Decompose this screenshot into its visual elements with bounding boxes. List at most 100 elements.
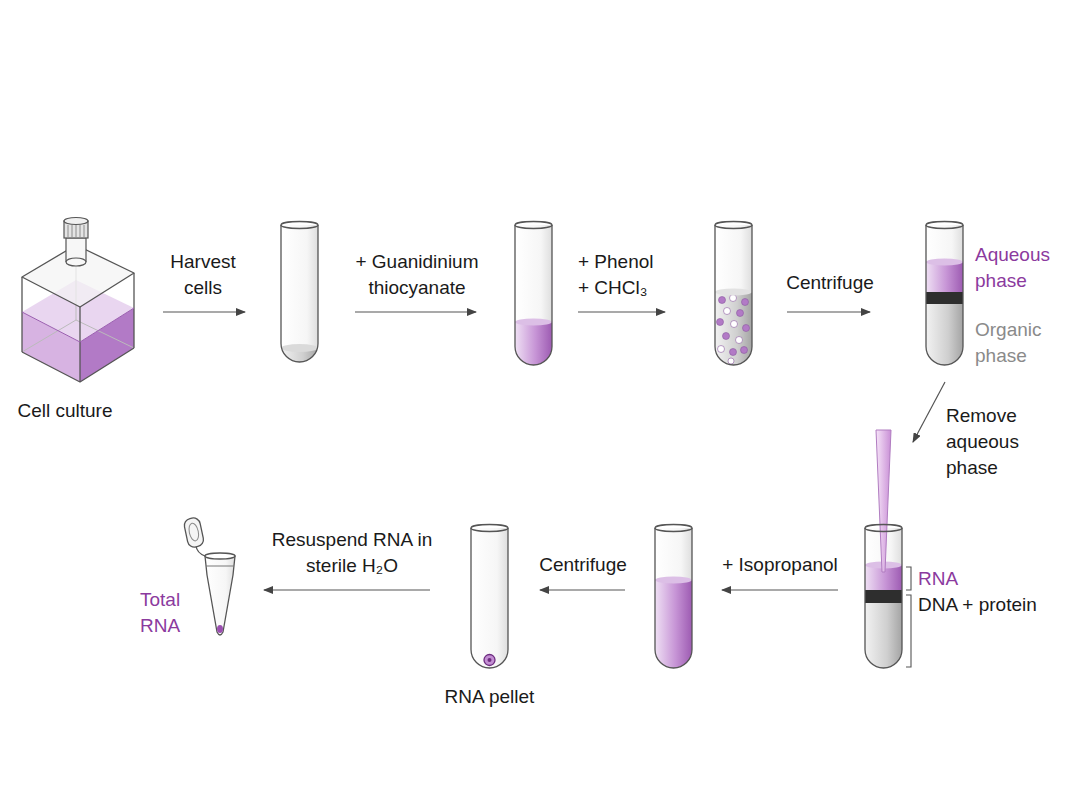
emulsion-tube [717, 319, 724, 326]
microcentrifuge-tube-shape [196, 546, 205, 556]
isopropanol-tube [655, 528, 692, 668]
edge-label: Resuspend RNA in sterile H₂O [265, 527, 440, 579]
microcentrifuge-tube-shape [206, 566, 234, 567]
isopropanol-tube [655, 577, 692, 584]
microcentrifuge-tube: Total RNA [134, 510, 246, 645]
emulsion-tube [717, 295, 750, 365]
emulsion-tube [731, 321, 738, 328]
microcentrifuge-tube-shape [183, 517, 205, 549]
step-label: + Isopropanol [722, 552, 838, 578]
emulsion-tube [719, 297, 726, 304]
lysate-tube [515, 225, 552, 365]
step-arrow [578, 311, 665, 312]
culture-flask-shape [79, 307, 80, 382]
phase-tube-shape [906, 595, 911, 667]
isopropanol-tube [655, 525, 692, 532]
phase-tube-shape [926, 222, 963, 229]
emulsion-tube [730, 295, 737, 302]
phase-tube-shape [858, 445, 1058, 673]
phase-tube-shape [926, 225, 963, 365]
culture-flask-shape [22, 348, 134, 382]
rna-pellet-tube-shape [484, 655, 495, 666]
phase-tube-shape [926, 262, 963, 400]
culture-flask-shape [76, 320, 134, 348]
step-label: Centrifuge [786, 270, 874, 296]
emulsion-tube [715, 222, 752, 229]
isopropanol-tube [655, 525, 692, 676]
phase-tube-shape [906, 567, 911, 667]
step-label: Harvest cells [160, 249, 246, 301]
microcentrifuge-tube-shape [188, 522, 201, 541]
step-arrow [355, 311, 476, 312]
lysate-tube [515, 222, 552, 229]
phase-label: Aqueous phase [975, 242, 1067, 294]
culture-flask-shape [80, 225, 81, 237]
phase-tube-shape [865, 525, 902, 532]
cell-pellet-tube [281, 222, 318, 369]
emulsion-tube [715, 222, 752, 373]
emulsion-tube [737, 310, 744, 317]
phase-tube-shape [926, 292, 963, 304]
culture-flask-shape [84, 225, 85, 237]
emulsion-tube [730, 349, 737, 356]
emulsion-tube [715, 225, 752, 365]
culture-flask-shape [68, 225, 69, 237]
process-arrow [264, 589, 430, 590]
phase-tube-shape [876, 430, 891, 572]
rna-pellet-tube-shape [471, 528, 508, 668]
culture-flask-shape [133, 273, 134, 348]
lysate-tube [515, 319, 552, 326]
emulsion-tube [723, 333, 730, 340]
emulsion-tube [718, 346, 725, 353]
microcentrifuge-tube-shape [205, 553, 235, 559]
emulsion-tube [743, 325, 750, 332]
rna-pellet-tube-shape [471, 528, 508, 668]
isopropanol-tube [655, 580, 692, 675]
process-arrow [913, 382, 945, 442]
microcentrifuge-tube-shape [217, 625, 223, 633]
step-label: Centrifuge [539, 552, 627, 578]
culture-flask-shape [66, 258, 86, 266]
phase-tube-shape [865, 603, 902, 700]
emulsion-tube [741, 347, 748, 354]
cell-pellet-tube [281, 225, 318, 362]
emulsion-tube [715, 289, 752, 296]
phase-tube-shape [926, 262, 963, 292]
phase-tube-shape [865, 590, 902, 603]
node-caption: RNA pellet [445, 684, 535, 710]
step-arrow [163, 311, 245, 312]
step-label: + Guanidinium thiocyanate [342, 249, 492, 301]
step-arrow [787, 311, 870, 312]
phase-tube-shape [926, 304, 963, 400]
emulsion-tube [728, 358, 734, 364]
isopropanol-tube [655, 580, 692, 675]
emulsion-tube [736, 337, 743, 344]
step-label: + Phenol + CHCl₃ [578, 249, 663, 301]
phase-tube-shape [926, 259, 963, 266]
step-arrow [540, 589, 625, 590]
rna-pellet-tube-shape [488, 658, 492, 662]
fraction-label: DNA + protein [918, 592, 1037, 618]
culture-flask-shape [22, 245, 134, 382]
culture-flask-shape [72, 225, 73, 237]
product-label: Total RNA [140, 587, 198, 639]
edge-label: Remove aqueous phase [946, 403, 1038, 481]
culture-flask-shape [64, 218, 88, 225]
phase-tube: RNADNA + protein [858, 445, 1058, 673]
cell-pellet-tube [281, 344, 318, 352]
fraction-label: RNA [918, 566, 958, 592]
emulsion-tube [742, 299, 749, 306]
cell-pellet-tube [281, 225, 318, 362]
rna-pellet-tube: RNA pellet [440, 518, 545, 716]
microcentrifuge-tube-shape [183, 517, 205, 549]
phase-label: Organic phase [975, 317, 1067, 369]
lysate-tube [515, 222, 552, 373]
phase-tube-shape [865, 565, 902, 700]
step-arrow [722, 589, 838, 590]
culture-flask-shape [68, 225, 84, 237]
cell-pellet-tube [281, 222, 318, 229]
culture-flask-shape [76, 225, 77, 237]
microcentrifuge-tube-shape [205, 556, 235, 635]
